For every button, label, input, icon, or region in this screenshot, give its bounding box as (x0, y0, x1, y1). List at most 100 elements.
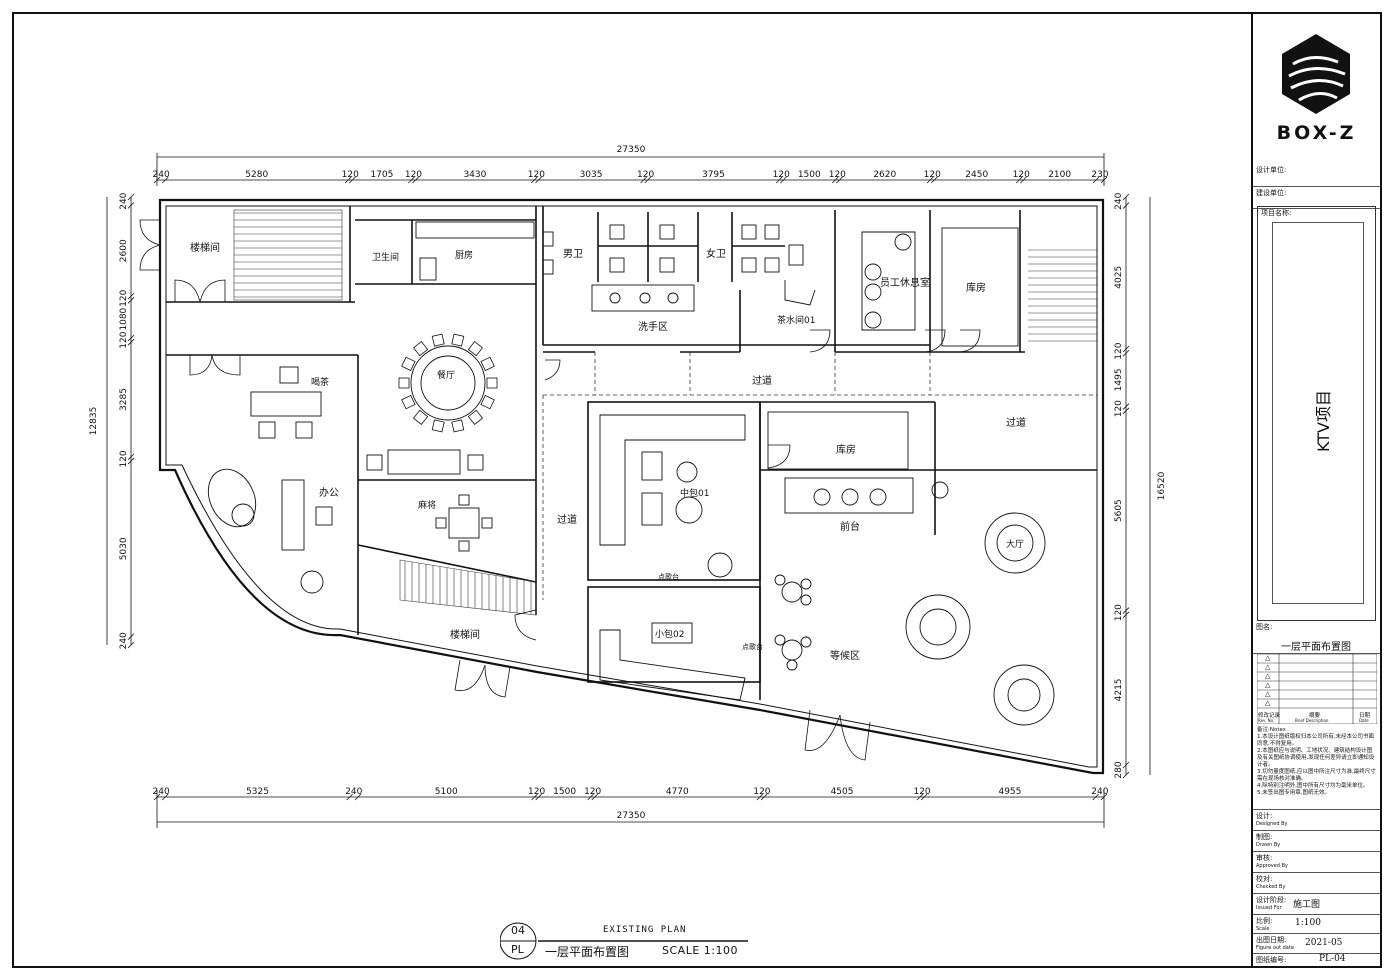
top-tick (775, 176, 783, 184)
top-tick (644, 176, 652, 184)
top-tick (836, 176, 843, 184)
drawing-name: 一层平面布置图 (1281, 642, 1351, 653)
caption-subtitle: EXISTING PLAN (603, 925, 687, 935)
top-tick (931, 176, 938, 184)
caption-scale: SCALE 1:100 (662, 944, 738, 957)
dining-chair (467, 341, 484, 357)
left-tick (127, 338, 135, 346)
top-tick (162, 176, 169, 184)
top-dimension: 2620 (873, 170, 896, 180)
right-tick (1122, 349, 1130, 357)
note-4: 4.除特别注明外,图中所有尺寸均为毫米单位。 (1257, 783, 1369, 789)
top-dimension: 240 (153, 170, 170, 180)
dining-chair (412, 409, 429, 425)
right-total-dimension: 16520 (1157, 471, 1167, 500)
drawn-by-label-en: Drawn By (1256, 842, 1281, 848)
dining-chair (401, 356, 416, 372)
bottom-tick (531, 793, 538, 801)
right-dimension: 240 (1114, 192, 1124, 209)
bottom-dimension: 120 (584, 787, 601, 797)
revision-header-no: 修改记录 (1258, 713, 1281, 719)
note-3: 3.切勿量度图纸,应以图中所注尺寸为准,最终尺寸需在现场核对准确。 (1257, 769, 1376, 782)
bottom-tick (1100, 793, 1108, 801)
bottom-total-dimension: 27350 (617, 811, 646, 821)
left-dimension: 3285 (119, 388, 129, 411)
brand-name: BOX-Z (1276, 122, 1357, 144)
revision-header-desc-en: Brief Description (1295, 718, 1329, 723)
revision-mark-icon: △ (1265, 654, 1271, 662)
dining-chair (431, 333, 445, 347)
left-tick (127, 641, 135, 649)
top-dimension: 3430 (463, 170, 486, 180)
top-tick (344, 176, 352, 184)
stage-value: 施工图 (1293, 900, 1321, 910)
left-dimension: 120 (119, 289, 129, 306)
bottom-tick (587, 793, 594, 801)
stage-label: 设计阶段: (1256, 896, 1287, 904)
bottom-dimension: 4955 (998, 787, 1021, 797)
dining-chair (398, 377, 410, 389)
right-dimension: 4025 (1114, 266, 1124, 289)
project-name-frame (1272, 222, 1364, 604)
right-dimension-lines (1125, 197, 1151, 775)
drawn-by-row: 制图: Drawn By (1253, 831, 1380, 852)
bottom-tick (591, 793, 599, 801)
drawing-caption: 04 PL EXISTING PLAN 一层平面布置图 SCALE 1:100 (500, 921, 750, 961)
revision-table: △△△△△△ 修改记录 摘要 日期 Rev. No. Brief Descrip… (1257, 654, 1377, 724)
outer-walls (158, 198, 1105, 775)
stage-label-en: Issued For (1256, 905, 1282, 911)
top-dimension: 2100 (1048, 170, 1071, 180)
scale-label: 比例: (1256, 917, 1273, 925)
top-dimension: 120 (924, 170, 941, 180)
date-label-en: Figure out date (1256, 945, 1294, 951)
drawing-frame (12, 12, 1382, 968)
notes: 备注:Notes 1.本设计图纸版权归本公司所有,未经本公司书面同意,不得复用。… (1257, 727, 1377, 797)
top-tick (349, 176, 356, 184)
right-tick (1122, 345, 1130, 353)
right-dimension: 120 (1114, 604, 1124, 621)
note-1: 1.本设计图纸版权归本公司所有,未经本公司书面同意,不得复用。 (1257, 734, 1374, 747)
caption-number: 04 (511, 924, 525, 937)
bottom-tick (760, 793, 768, 801)
bottom-dimension: 240 (153, 787, 170, 797)
top-dimension: 120 (405, 170, 422, 180)
checked-by-label-en: Checked By (1256, 884, 1286, 890)
left-total-dimension: 12835 (89, 407, 99, 436)
dining-chair (486, 377, 498, 389)
interior-walls (166, 206, 1097, 700)
dining-chair (412, 341, 429, 357)
right-tick (1122, 761, 1130, 769)
top-dimension: 120 (528, 170, 545, 180)
project-name-box: 项目名称: KTV项目 (1257, 206, 1376, 621)
hexagon-logo-icon (1282, 34, 1350, 114)
left-tick (127, 193, 135, 201)
stage-row: 设计阶段: Issued For 施工图 (1253, 894, 1380, 915)
bottom-tick (346, 793, 353, 801)
scale-row: 比例: Scale 1:100 (1253, 915, 1380, 934)
top-tick (1100, 176, 1108, 184)
left-dimension: 5030 (119, 537, 129, 560)
approved-by-label: 审核: (1256, 854, 1273, 862)
dining-chair (401, 394, 416, 410)
right-tick (1122, 771, 1130, 779)
top-dimension: 1705 (370, 170, 393, 180)
top-dimension: 230 (1091, 170, 1108, 180)
top-tick (1015, 176, 1023, 184)
stairs-2 (399, 559, 537, 616)
bottom-dimension: 240 (345, 787, 362, 797)
revision-mark-icon: △ (1265, 690, 1271, 698)
top-dimension: 120 (829, 170, 846, 180)
brand-logo: BOX-Z (1253, 14, 1380, 164)
top-tick (412, 176, 419, 184)
left-dimension: 240 (119, 192, 129, 209)
right-tick (1122, 607, 1130, 614)
top-dimension: 3035 (580, 170, 603, 180)
project-name: KTV项目 (1314, 390, 1333, 452)
bottom-dimension: 120 (753, 787, 770, 797)
left-dimension: 120 (119, 331, 129, 348)
left-dimension-lines (106, 197, 132, 645)
left-dimension: 120 (119, 450, 129, 467)
top-tick (640, 176, 647, 184)
drawing-name-label: 图名: (1256, 623, 1273, 631)
bottom-tick (920, 793, 928, 801)
